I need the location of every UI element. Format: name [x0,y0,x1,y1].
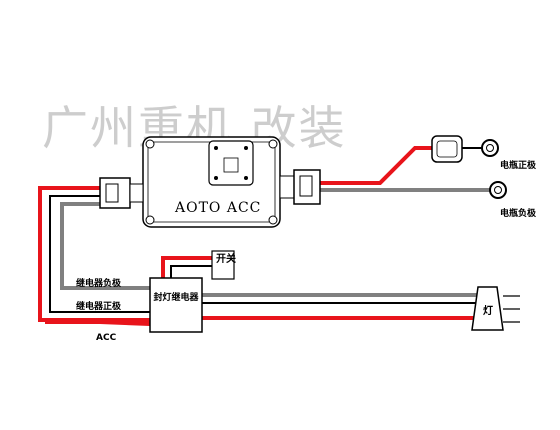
switch-label: 开关 [216,254,236,265]
relay-positive-label: 继电器正极 [76,302,122,312]
switch-box [211,250,235,280]
lamp-label: 灯 [483,306,493,317]
acc-label: ACC [96,333,117,343]
left-black-wire [49,195,150,313]
battery-positive-ring-terminal [481,139,499,157]
lamp-shape [471,286,520,331]
relay-negative-label: 继电器负极 [76,279,122,289]
relay-label: 封灯继电器 [153,293,199,303]
battery-positive-label: 电瓶正极 [500,161,537,171]
ballast-right-connector [279,175,295,199]
ballast-label: AOTO ACC [175,200,262,216]
battery-negative-label: 电瓶负极 [500,209,537,219]
battery-negative-ring-terminal [489,181,507,199]
relay-box [149,277,203,333]
battery-positive-wire [320,146,432,185]
ballast-top-module [208,140,254,186]
fuse-holder [431,135,463,163]
ballast-unit [99,136,321,228]
left-gray-wire [60,202,150,290]
ballast-left-connector [99,177,131,209]
acc-wire [45,320,151,326]
switch-wire-black [170,265,212,278]
switch-wire-red [161,256,212,278]
